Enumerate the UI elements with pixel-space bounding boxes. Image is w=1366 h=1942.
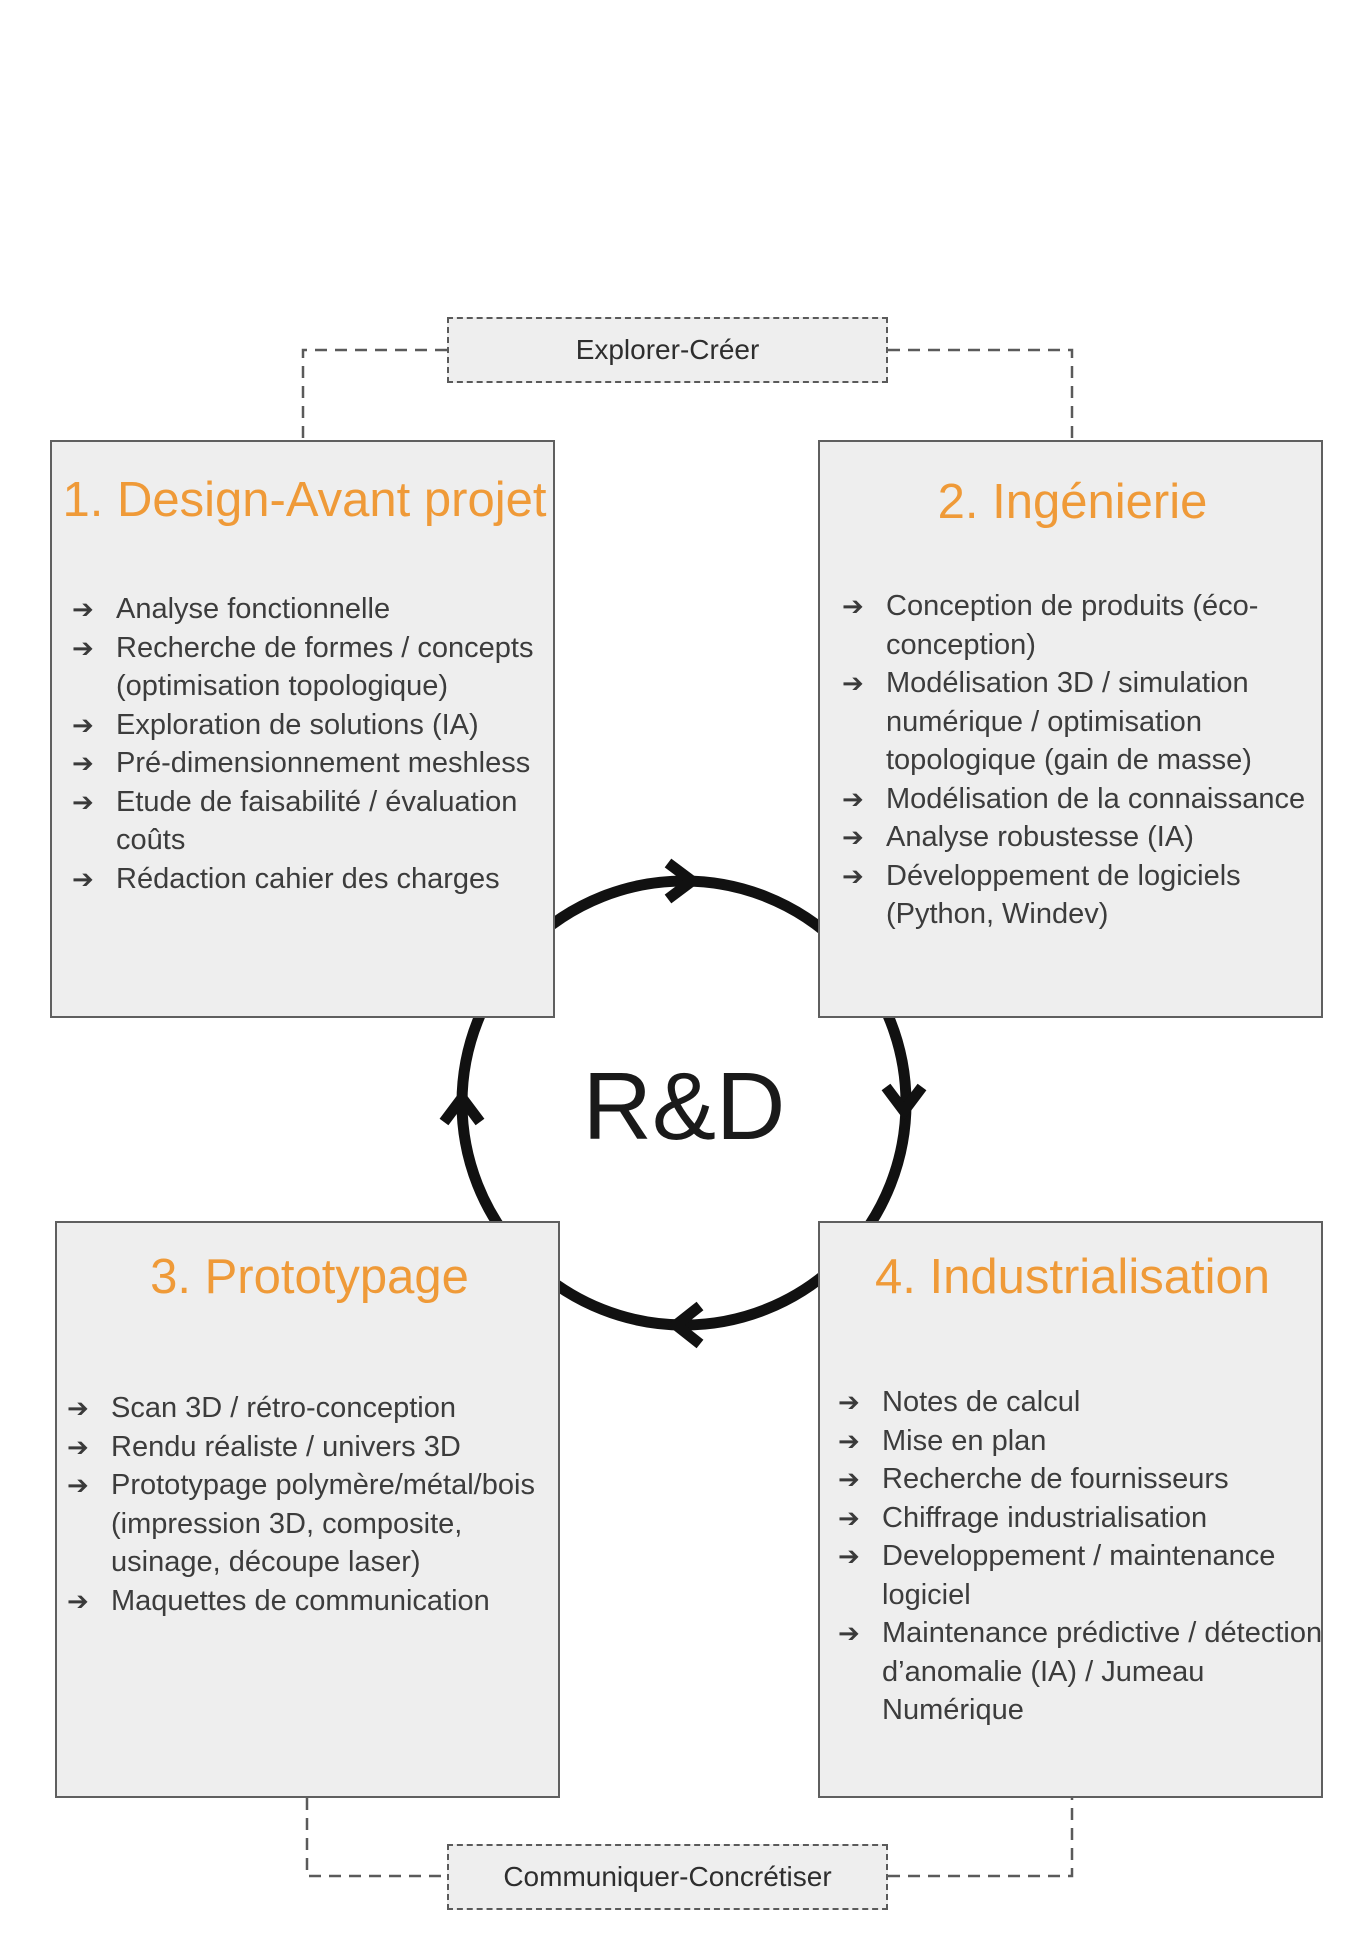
- box-design-avant-projet: 1. Design-Avant projet ➔Analyse fonction…: [50, 440, 555, 1018]
- list-item: ➔Mise en plan: [838, 1422, 1323, 1461]
- arrow-right-icon: ➔: [842, 591, 864, 621]
- box-title-design-avant-projet: 1. Design-Avant projet: [62, 473, 547, 527]
- box-title-industrialisation: 4. Industrialisation: [875, 1250, 1270, 1304]
- item-list-industrialisation: ➔Notes de calcul ➔Mise en plan ➔Recherch…: [838, 1383, 1323, 1730]
- box-title-prototypage: 3. Prototypage: [150, 1250, 469, 1304]
- list-item: ➔Notes de calcul: [838, 1383, 1323, 1422]
- arrow-right-icon: ➔: [72, 748, 94, 778]
- phase-label-top-text: Explorer-Créer: [575, 334, 760, 365]
- list-item: ➔Analyse robustesse (IA): [842, 818, 1320, 857]
- list-item: ➔Rédaction cahier des charges: [72, 860, 550, 899]
- box-ingenierie: 2. Ingénierie ➔Conception de produits (é…: [818, 440, 1323, 1018]
- arrow-right-icon: ➔: [838, 1502, 860, 1533]
- phase-label-explorer-creer: Explorer-Créer: [447, 317, 888, 383]
- list-item: ➔Chiffrage industrialisation: [838, 1499, 1323, 1538]
- arrow-right-icon: ➔: [67, 1431, 89, 1462]
- list-item: ➔Scan 3D / rétro-conception: [67, 1389, 555, 1428]
- list-item: ➔Rendu réaliste / univers 3D: [67, 1428, 555, 1467]
- list-item: ➔Exploration de solutions (IA): [72, 706, 550, 745]
- box-title-ingenierie: 2. Ingénierie: [937, 475, 1208, 529]
- arrow-right-icon: ➔: [72, 863, 94, 894]
- phase-label-bottom-text: Communiquer-Concrétiser: [503, 1861, 832, 1892]
- list-item: ➔Maquettes de communication: [67, 1582, 555, 1621]
- list-item: ➔Pré-dimensionnement meshless: [72, 744, 550, 783]
- box-prototypage: 3. Prototypage ➔Scan 3D / rétro-concepti…: [55, 1221, 560, 1798]
- item-list-ingenierie: ➔Conception de produits (éco-conception)…: [842, 587, 1320, 934]
- arrow-right-icon: ➔: [838, 1425, 860, 1456]
- list-item: ➔Recherche de formes / concepts (optimis…: [72, 629, 550, 706]
- arrow-right-icon: ➔: [67, 1585, 89, 1616]
- arrow-right-icon: ➔: [72, 786, 94, 817]
- arrow-right-icon: ➔: [67, 1393, 89, 1423]
- arrow-right-icon: ➔: [842, 783, 864, 814]
- arrow-right-icon: ➔: [67, 1470, 89, 1500]
- list-item: ➔Recherche de fournisseurs: [838, 1460, 1323, 1499]
- arrow-right-icon: ➔: [842, 822, 864, 852]
- arrow-right-icon: ➔: [838, 1618, 860, 1648]
- list-item: ➔Maintenance prédictive / détection d’an…: [838, 1614, 1323, 1730]
- top-left-dashed-connector: [301, 348, 447, 438]
- arrow-right-icon: ➔: [72, 632, 94, 663]
- list-item: ➔Conception de produits (éco-conception): [842, 587, 1320, 664]
- cycle-arrow-bottom-icon: [667, 1301, 704, 1349]
- cycle-arrow-top-icon: [664, 858, 702, 904]
- arrow-right-icon: ➔: [842, 668, 864, 698]
- bottom-right-dashed-connector: [888, 1798, 1074, 1878]
- arrow-right-icon: ➔: [838, 1387, 860, 1417]
- center-label-rd: R&D: [582, 1053, 786, 1160]
- cycle-arrow-right-icon: [881, 1083, 927, 1121]
- arrow-right-icon: ➔: [72, 594, 94, 624]
- arrow-right-icon: ➔: [838, 1541, 860, 1571]
- list-item: ➔Etude de faisabilité / évaluation coûts: [72, 783, 550, 860]
- list-item: ➔Prototypage polymère/métal/bois (impres…: [67, 1466, 555, 1582]
- bottom-left-dashed-connector: [305, 1798, 447, 1878]
- item-list-design: ➔Analyse fonctionnelle ➔Recherche de for…: [72, 590, 550, 898]
- arrow-right-icon: ➔: [72, 709, 94, 740]
- cycle-arrow-left-icon: [439, 1088, 485, 1126]
- list-item: ➔Analyse fonctionnelle: [72, 590, 550, 629]
- list-item: ➔Modélisation de la connaissance: [842, 780, 1320, 819]
- arrow-right-icon: ➔: [838, 1464, 860, 1494]
- item-list-prototypage: ➔Scan 3D / rétro-conception ➔Rendu réali…: [67, 1389, 555, 1620]
- list-item: ➔Modélisation 3D / simulation numérique …: [842, 664, 1320, 780]
- phase-label-communiquer-concretiser: Communiquer-Concrétiser: [447, 1844, 888, 1910]
- arrow-right-icon: ➔: [842, 860, 864, 891]
- box-industrialisation: 4. Industrialisation ➔Notes de calcul ➔M…: [818, 1221, 1323, 1798]
- top-right-dashed-connector: [888, 348, 1074, 440]
- list-item: ➔Developpement / maintenance logiciel: [838, 1537, 1323, 1614]
- list-item: ➔Développement de logiciels (Python, Win…: [842, 857, 1320, 934]
